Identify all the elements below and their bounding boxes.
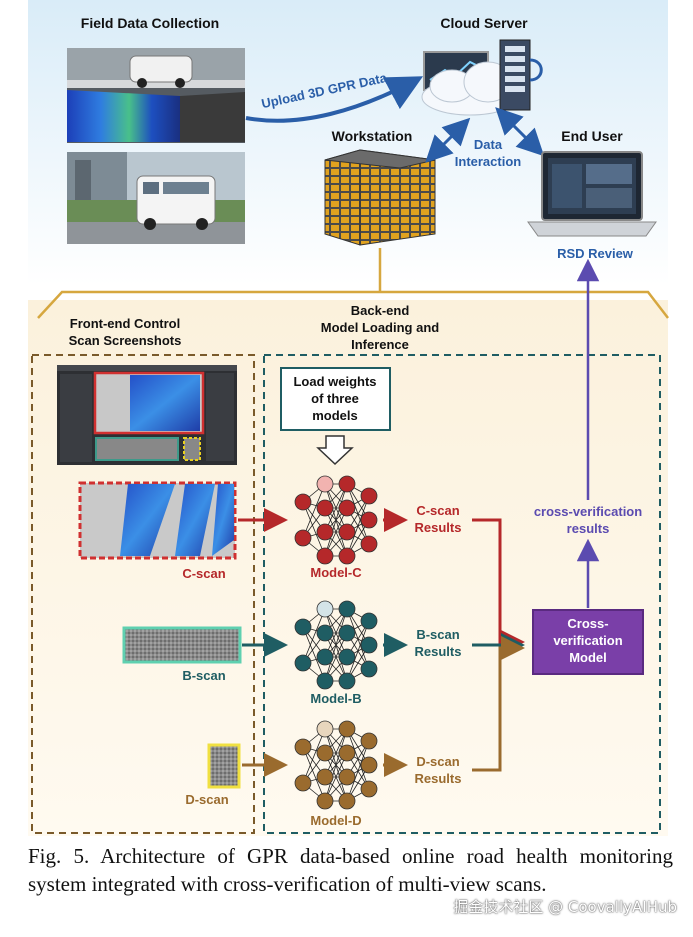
neuron-node xyxy=(316,792,334,810)
bracket-line xyxy=(37,290,669,319)
cross-results-label-2: results xyxy=(567,521,610,536)
load-weights-label-1: Load weights xyxy=(293,374,376,389)
neuron-node xyxy=(338,600,356,618)
neuron-node xyxy=(316,499,334,517)
c-results-label-2: Results xyxy=(415,520,462,535)
watermark: 掘金技术社区 @ CoovallyAIHub xyxy=(453,898,677,916)
d-results-label-1: D-scan xyxy=(416,754,459,769)
d-results-label-2: Results xyxy=(415,771,462,786)
d-results-connector xyxy=(472,636,525,772)
neuron-node xyxy=(360,780,378,798)
neuron-node xyxy=(338,624,356,642)
model-d-label: Model-D xyxy=(310,813,361,828)
load-weights-label-2: of three xyxy=(311,391,359,406)
model-c-label: Model-C xyxy=(310,565,362,580)
cross-results-label-1: cross-verification xyxy=(534,504,642,519)
neuron-node xyxy=(360,636,378,654)
neuron-node xyxy=(316,648,334,666)
neuron-node xyxy=(316,600,334,618)
cross-model-label-1: Cross- xyxy=(567,616,608,631)
model-b-label: Model-B xyxy=(310,691,361,706)
neuron-node xyxy=(360,487,378,505)
neuron-node xyxy=(294,529,312,547)
load-weights-box xyxy=(280,367,391,431)
neuron-node xyxy=(338,648,356,666)
neuron-node xyxy=(316,624,334,642)
neuron-node xyxy=(338,744,356,762)
cross-model-label-3: Model xyxy=(569,650,607,665)
back-end-label-2: Model Loading and xyxy=(321,320,439,335)
neuron-node xyxy=(294,774,312,792)
back-end-label-3: Inference xyxy=(351,337,409,352)
b-scan-label: B-scan xyxy=(182,668,225,683)
back-end-label-1: Back-end xyxy=(351,303,410,318)
workstation-icon xyxy=(324,149,436,246)
rsd-review-label: RSD Review xyxy=(557,246,634,261)
neuron-node xyxy=(338,499,356,517)
interaction-arrow-right xyxy=(495,107,545,157)
workstation-label: Workstation xyxy=(332,128,413,144)
neuron-node xyxy=(294,618,312,636)
b-results-label-1: B-scan xyxy=(416,627,459,642)
neuron-node xyxy=(294,654,312,672)
architecture-diagram: Field Data Collection Cloud Server Uploa… xyxy=(28,0,669,836)
neuron-node xyxy=(360,511,378,529)
front-end-label-2: Scan Screenshots xyxy=(69,333,182,348)
neural-net-b-icon xyxy=(294,600,378,690)
neuron-node xyxy=(360,612,378,630)
control-screenshot xyxy=(57,365,237,465)
front-end-label-1: Front-end Control xyxy=(70,316,180,331)
neural-net-c-icon xyxy=(294,475,378,565)
d-scan-image xyxy=(207,743,241,789)
data-interaction-label-1: Data xyxy=(474,137,503,152)
back-end-frame xyxy=(263,354,661,834)
neuron-node xyxy=(338,672,356,690)
neuron-node xyxy=(316,475,334,493)
b-results-label-2: Results xyxy=(415,644,462,659)
neuron-node xyxy=(316,744,334,762)
neuron-node xyxy=(338,720,356,738)
neuron-node xyxy=(360,660,378,678)
neuron-node xyxy=(316,720,334,738)
neuron-node xyxy=(294,738,312,756)
neuron-node xyxy=(294,493,312,511)
neuron-node xyxy=(316,523,334,541)
field-photo-gpr xyxy=(67,48,245,143)
d-scan-label: D-scan xyxy=(185,792,228,807)
neuron-node xyxy=(360,732,378,750)
cross-verification-model-box xyxy=(532,609,644,675)
c-results-label-1: C-scan xyxy=(416,503,459,518)
interaction-arrow-left xyxy=(425,117,471,163)
neuron-node xyxy=(338,475,356,493)
end-user-label: End User xyxy=(561,128,623,144)
neuron-node xyxy=(338,792,356,810)
neuron-node xyxy=(316,768,334,786)
figure-caption: Fig. 5. Architecture of GPR data-based o… xyxy=(28,844,673,896)
neuron-node xyxy=(338,523,356,541)
field-photo-van xyxy=(67,152,245,244)
laptop-icon xyxy=(527,151,657,237)
load-weights-label-3: models xyxy=(312,408,358,423)
neuron-node xyxy=(360,535,378,553)
van-icon xyxy=(129,55,193,83)
cross-model-label-2: verification xyxy=(553,633,622,648)
data-interaction-label-2: Interaction xyxy=(455,154,522,169)
neuron-node xyxy=(338,768,356,786)
cloud-server-icon xyxy=(421,39,543,116)
down-arrow-icon xyxy=(316,435,354,466)
neuron-node xyxy=(316,547,334,565)
neuron-node xyxy=(360,756,378,774)
front-end-frame xyxy=(31,354,255,834)
neuron-node xyxy=(338,547,356,565)
b-scan-image xyxy=(122,626,242,664)
c-scan-image xyxy=(78,481,237,560)
cloud-server-label: Cloud Server xyxy=(440,15,528,31)
upload-arrow xyxy=(245,76,424,123)
c-scan-label: C-scan xyxy=(182,566,225,581)
field-data-collection-label: Field Data Collection xyxy=(81,15,219,31)
neuron-node xyxy=(316,672,334,690)
neural-net-d-icon xyxy=(294,720,378,810)
